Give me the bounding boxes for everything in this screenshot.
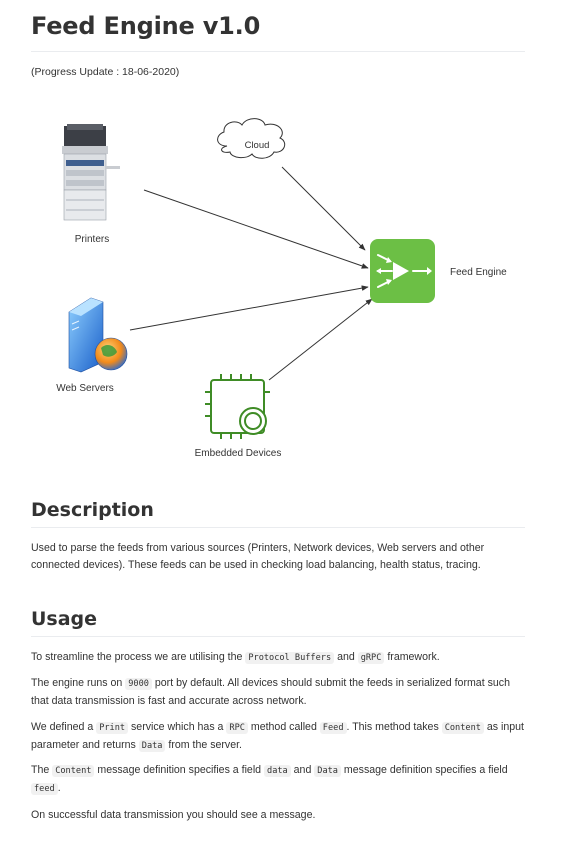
inline-code: 9000: [125, 678, 152, 690]
arrow-webservers-engine: [129, 285, 369, 331]
usage-paragraph-4: The Content message definition specifies…: [31, 762, 525, 798]
usage-heading: Usage: [31, 608, 98, 630]
node-label-embedded-devices: Embedded Devices: [195, 448, 282, 459]
text-span: method called: [247, 721, 320, 733]
page-subtitle: (Progress Update : 18-06-2020): [31, 66, 180, 78]
inline-code: Feed: [319, 722, 347, 734]
text-span: from the server.: [165, 739, 243, 751]
inline-code: gRPC: [357, 652, 385, 664]
web-server-icon: [68, 297, 128, 373]
inline-code: Data: [314, 765, 341, 777]
title-divider: [31, 51, 525, 52]
inline-code: Protocol Buffers: [245, 652, 335, 664]
text-span: and: [334, 651, 358, 663]
description-divider: [31, 527, 525, 528]
node-label-printers: Printers: [75, 234, 109, 245]
arrow-printers-engine: [143, 189, 369, 269]
node-label-feed-engine: Feed Engine: [450, 267, 507, 278]
inline-code: RPC: [226, 722, 248, 734]
text-span: message definition specifies a field: [340, 764, 508, 776]
text-span: The engine runs on: [31, 677, 126, 689]
text-span: We defined a: [31, 721, 97, 733]
text-span: message definition specifies a field: [94, 764, 265, 776]
inline-code: data: [264, 765, 291, 777]
text-span: . This method takes: [346, 721, 442, 733]
connection-arrows: [129, 166, 373, 381]
text-span: port by default. All devices should subm…: [31, 677, 510, 707]
inline-code: Content: [52, 765, 95, 777]
usage-paragraph-2: The engine runs on 9000 port by default.…: [31, 675, 525, 710]
inline-code: Print: [96, 722, 129, 734]
inline-code: Content: [441, 722, 484, 734]
description-heading: Description: [31, 499, 154, 521]
node-label-web-servers: Web Servers: [56, 383, 114, 394]
page-title: Feed Engine v1.0: [31, 12, 261, 40]
usage-paragraph-3: We defined a Print service which has a R…: [31, 719, 525, 755]
text-span: as input parameter and returns: [31, 721, 524, 751]
text-span: The: [31, 764, 53, 776]
switch-icon: [370, 239, 435, 303]
arrow-cloud-engine: [281, 166, 366, 251]
arrow-embedded-engine: [268, 298, 373, 381]
inline-code: feed: [31, 783, 58, 795]
text-span: framework.: [384, 651, 440, 663]
text-span: To streamline the process we are utilisi…: [31, 651, 246, 663]
chip-icon: [205, 374, 270, 439]
architecture-diagram: Printers Cloud: [31, 110, 525, 470]
text-span: and: [290, 764, 315, 776]
text-span: .: [57, 782, 61, 794]
printer-icon: [62, 124, 120, 221]
usage-paragraph-5: On successful data transmission you shou…: [31, 809, 316, 821]
inline-code: Data: [138, 740, 166, 752]
description-text: Used to parse the feeds from various sou…: [31, 542, 485, 571]
cloud-icon: [217, 118, 286, 159]
usage-divider: [31, 636, 525, 637]
node-label-cloud: Cloud: [245, 140, 270, 151]
text-span: service which has a: [128, 721, 227, 733]
usage-paragraph-1: To streamline the process we are utilisi…: [31, 649, 525, 667]
